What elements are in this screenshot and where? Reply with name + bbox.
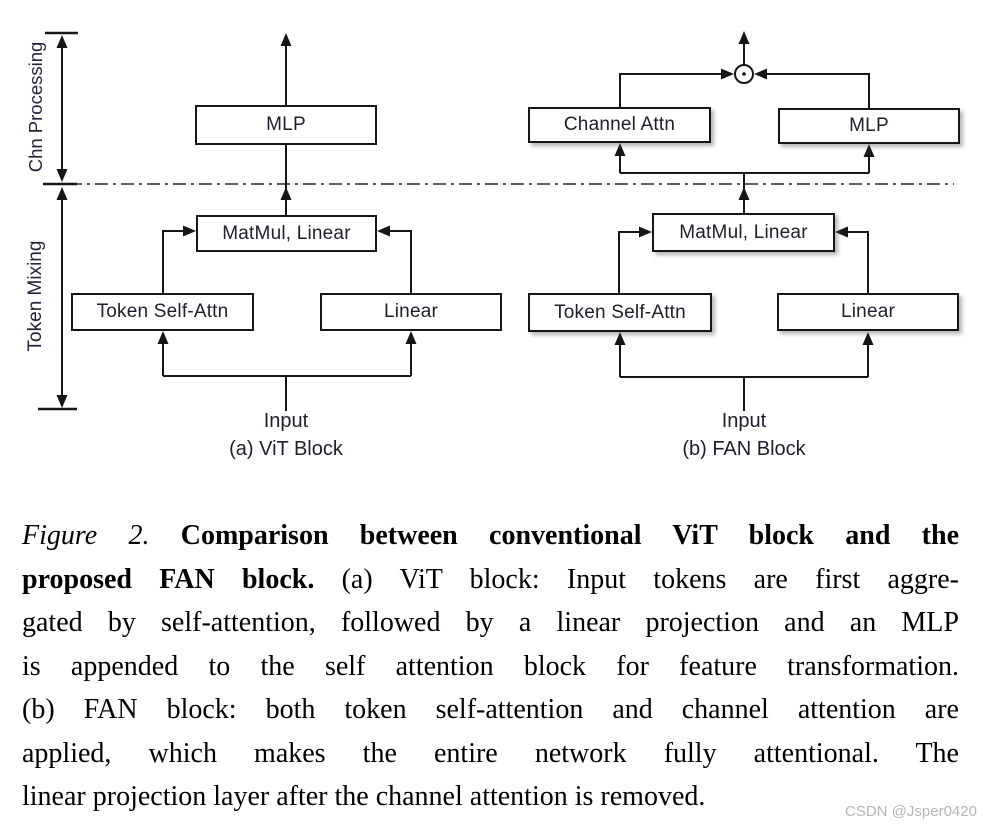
vit-wires bbox=[157, 33, 417, 411]
watermark: CSDN @Jsper0420 bbox=[845, 803, 977, 820]
vit-mlp-box: MLP bbox=[195, 105, 377, 145]
vit-matmul-linear-box: MatMul, Linear bbox=[196, 215, 377, 252]
elementwise-product-icon bbox=[734, 64, 754, 84]
measure-arrows bbox=[38, 31, 78, 411]
fan-channel-attn-box: Channel Attn bbox=[528, 107, 711, 143]
fan-token-self-attn-box: Token Self-Attn bbox=[528, 293, 712, 332]
figure-caption: Figure 2. Comparison between conventiona… bbox=[22, 514, 959, 819]
fan-mlp-box: MLP bbox=[778, 108, 960, 144]
fan-block-caption: (b) FAN Block bbox=[682, 438, 806, 460]
chn-processing-axis-label: Chn Processing bbox=[25, 41, 46, 173]
vit-linear-box: Linear bbox=[320, 293, 502, 331]
vit-block-caption: (a) ViT Block bbox=[229, 438, 343, 460]
fan-matmul-linear-box: MatMul, Linear bbox=[652, 213, 835, 252]
caption-line: applied, which makes the entire network … bbox=[22, 737, 959, 769]
caption-line: is appended to the self attention block … bbox=[22, 650, 959, 682]
caption-line: Figure 2. Comparison between conventiona… bbox=[22, 520, 960, 551]
caption-line: gated by self-attention, followed by a l… bbox=[22, 607, 959, 638]
caption-line: proposed FAN block. (a) ViT block: Input… bbox=[22, 563, 960, 595]
fan-wires bbox=[614, 31, 875, 411]
fan-linear-box: Linear bbox=[777, 293, 959, 331]
fan-input-label: Input bbox=[721, 410, 767, 432]
caption-line: (b) FAN block: both token self-attention… bbox=[22, 694, 959, 725]
vit-token-self-attn-box: Token Self-Attn bbox=[71, 293, 254, 331]
vit-input-label: Input bbox=[263, 410, 309, 432]
caption-line: linear projection layer after the channe… bbox=[22, 781, 706, 812]
diagram-wires bbox=[38, 31, 954, 411]
token-mixing-axis-label: Token Mixing bbox=[25, 240, 46, 352]
